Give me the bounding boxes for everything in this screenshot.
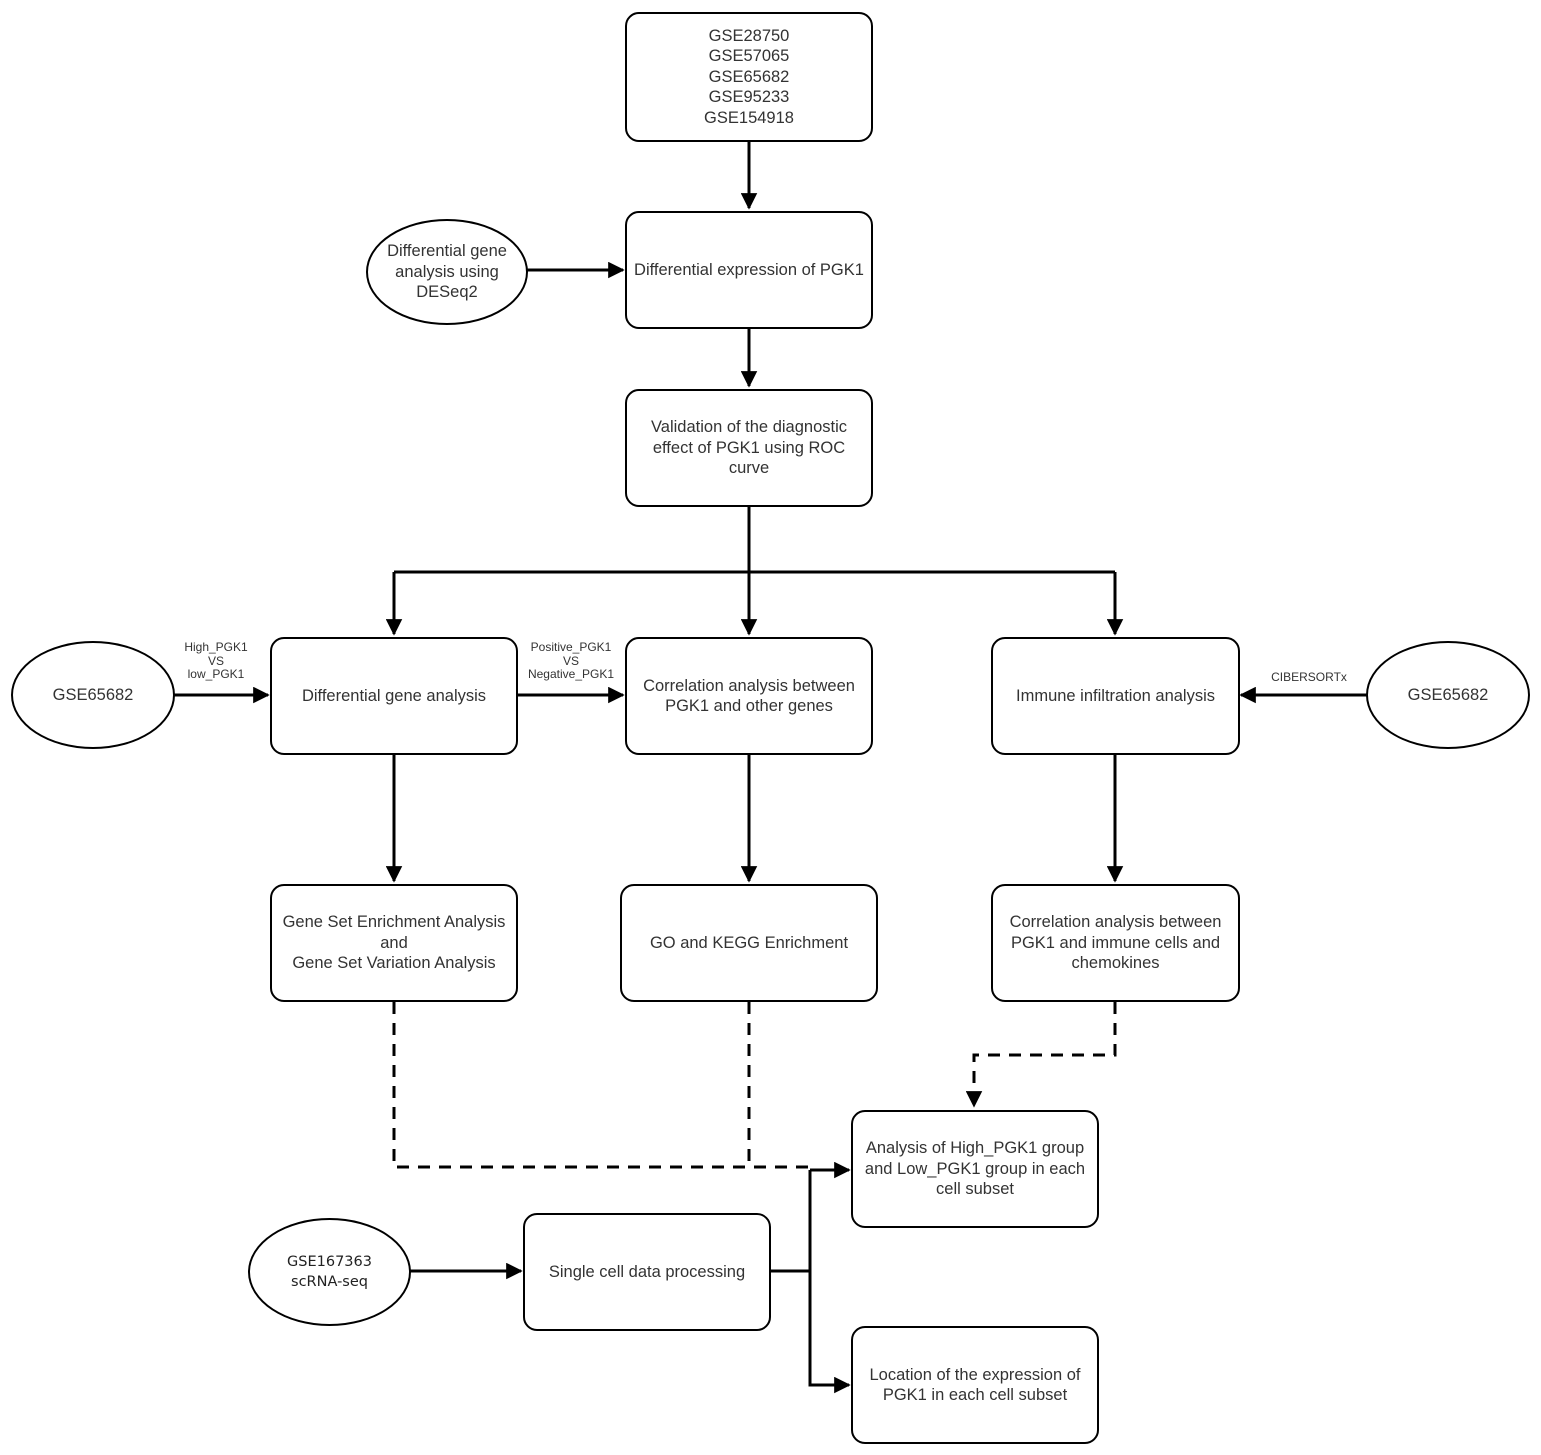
- node-datasets: GSE28750 GSE57065 GSE65682 GSE95233 GSE1…: [625, 12, 873, 142]
- node-gse65682-left-text: GSE65682: [52, 685, 134, 704]
- node-scrna: GSE167363 scRNA-seq: [248, 1218, 411, 1326]
- node-correlation: Correlation analysis between PGK1 and ot…: [625, 637, 873, 755]
- node-high-low-text: Analysis of High_PGK1 group and Low_PGK1…: [864, 1139, 1086, 1199]
- node-roc-text: Validation of the diagnostic effect of P…: [651, 418, 847, 478]
- node-immune-corr-text: Correlation analysis between PGK1 and im…: [1009, 913, 1222, 973]
- node-high-low: Analysis of High_PGK1 group and Low_PGK1…: [851, 1110, 1099, 1228]
- node-go-kegg: GO and KEGG Enrichment: [620, 884, 878, 1002]
- node-immune-text: Immune infiltration analysis: [1016, 686, 1215, 705]
- node-location-text: Location of the expression of PGK1 in ea…: [869, 1365, 1081, 1405]
- node-gsea: Gene Set Enrichment Analysis and Gene Se…: [270, 884, 518, 1002]
- node-deseq2-text: Differential gene analysis using DESeq2: [387, 242, 507, 302]
- node-correlation-text: Correlation analysis between PGK1 and ot…: [643, 676, 855, 716]
- node-location: Location of the expression of PGK1 in ea…: [851, 1326, 1099, 1444]
- node-deseq2: Differential gene analysis using DESeq2: [366, 219, 528, 325]
- edge-label-pos-vs-neg: Positive_PGK1 VS Negative_PGK1: [527, 640, 615, 681]
- edge-single-cell-trunk: [771, 1170, 812, 1273]
- node-immune: Immune infiltration analysis: [991, 637, 1240, 755]
- edge-single-cell-to-location: [808, 1271, 851, 1394]
- node-scrna-text: GSE167363 scRNA-seq: [287, 1254, 372, 1290]
- edge-label-cibersortx: CIBERSORTx: [1271, 670, 1347, 684]
- node-gse65682-left: GSE65682: [11, 641, 175, 749]
- node-diff-gene: Differential gene analysis: [270, 637, 518, 755]
- edge-immune-corr-dashed: [965, 1002, 1117, 1108]
- edge-gsea-dashed: [392, 1002, 810, 1169]
- node-go-kegg-text: GO and KEGG Enrichment: [649, 933, 849, 952]
- node-roc: Validation of the diagnostic effect of P…: [625, 389, 873, 507]
- edge-label-high-vs-low: High_PGK1 VS low_PGK1: [184, 640, 248, 681]
- node-immune-corr: Correlation analysis between PGK1 and im…: [991, 884, 1240, 1002]
- node-gse65682-right: GSE65682: [1366, 641, 1530, 749]
- node-datasets-text: GSE28750 GSE57065 GSE65682 GSE95233 GSE1…: [704, 26, 794, 127]
- node-diff-gene-text: Differential gene analysis: [301, 686, 487, 705]
- node-gsea-text: Gene Set Enrichment Analysis and Gene Se…: [282, 913, 506, 973]
- node-single-cell-text: Single cell data processing: [548, 1262, 746, 1281]
- node-diff-expr: Differential expression of PGK1: [625, 211, 873, 329]
- node-diff-expr-text: Differential expression of PGK1: [634, 260, 864, 279]
- node-gse65682-right-text: GSE65682: [1407, 685, 1489, 704]
- node-single-cell: Single cell data processing: [523, 1213, 771, 1331]
